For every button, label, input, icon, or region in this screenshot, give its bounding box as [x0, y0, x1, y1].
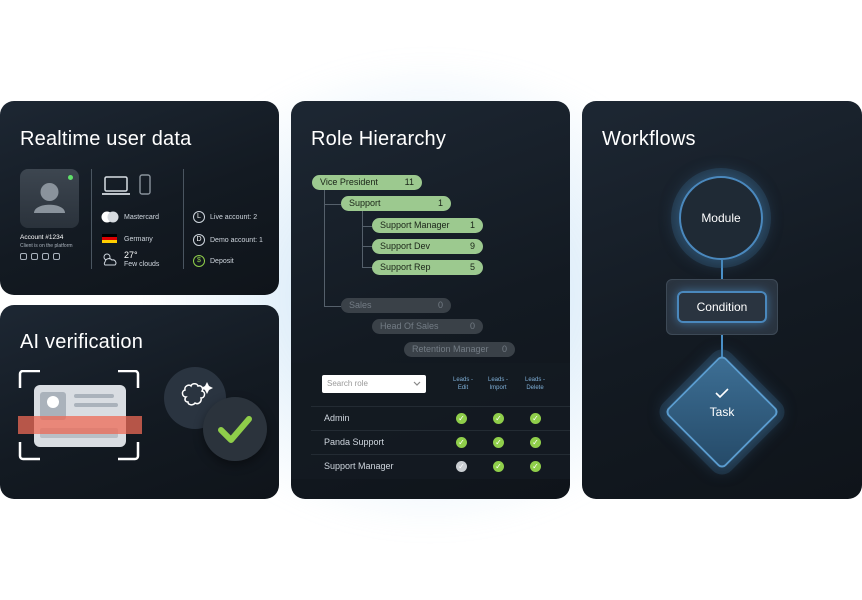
deposit-badge: $ [193, 255, 205, 267]
workflows-card: Workflows Module Condition Task [582, 101, 862, 499]
card-title: Role Hierarchy [311, 128, 447, 150]
temperature: 27° [124, 250, 138, 260]
tree-connector [324, 190, 325, 307]
row-divider [311, 406, 570, 407]
account-id: Account #1234 [20, 234, 64, 241]
live-account-badge: L [193, 211, 205, 223]
divider [91, 169, 92, 269]
card-title: AI verification [20, 331, 144, 353]
user-icon [34, 183, 65, 213]
tree-connector [362, 211, 363, 267]
column-header[interactable]: Leads - Edit [452, 377, 473, 391]
workflow-module-node[interactable]: Module [679, 176, 763, 260]
mobile-icon [139, 174, 151, 195]
column-header[interactable]: Leads - Import [487, 377, 508, 391]
tree-connector [362, 267, 372, 268]
live-accounts: Live account: 2 [210, 214, 258, 221]
pen-icon [715, 388, 729, 399]
chevron-down-icon [413, 381, 421, 386]
workflow-connector [721, 260, 723, 279]
check-icon [218, 416, 252, 443]
permission-checkbox[interactable]: ✓ [493, 437, 504, 448]
search-role-dropdown[interactable]: Search role [322, 375, 426, 393]
permission-checkbox[interactable]: ✓ [456, 413, 467, 424]
permission-checkbox[interactable]: ✓ [530, 413, 541, 424]
tree-connector [362, 246, 372, 247]
account-status: Client is on the platform [20, 243, 73, 249]
permission-checkbox[interactable]: ✓ [456, 437, 467, 448]
row-divider [311, 454, 570, 455]
ai-brain-badge [164, 367, 226, 429]
online-indicator [68, 175, 73, 180]
role-row-label: Panda Support [324, 437, 385, 447]
tree-connector [324, 204, 341, 205]
phone-icon[interactable] [31, 253, 38, 260]
demo-account-badge: D [193, 234, 205, 246]
weather-text: Few clouds [124, 261, 160, 268]
permission-checkbox[interactable]: ✓ [493, 461, 504, 472]
workflow-condition-node[interactable]: Condition [666, 279, 778, 335]
verified-badge [203, 397, 267, 461]
more-icon[interactable] [53, 253, 60, 260]
tree-connector [362, 226, 372, 227]
workflow-connector [721, 335, 723, 375]
ai-verification-card: AI verification [0, 305, 279, 499]
column-header[interactable]: Leads - Delete [524, 377, 545, 391]
permission-checkbox[interactable]: ✓ [456, 461, 467, 472]
germany-flag-icon [102, 234, 117, 243]
card-title: Realtime user data [20, 128, 192, 150]
deposit-label[interactable]: Deposit [210, 258, 234, 265]
avatar [20, 169, 79, 228]
card-title: Workflows [602, 128, 696, 150]
permission-checkbox[interactable]: ✓ [530, 461, 541, 472]
tree-connector [324, 306, 341, 307]
task-label: Task [709, 405, 735, 419]
mastercard-icon [101, 211, 119, 223]
role-row-label: Support Manager [324, 461, 394, 471]
divider [183, 169, 184, 269]
payment-method: Mastercard [124, 214, 160, 221]
partly-cloudy-icon [103, 253, 117, 266]
video-icon[interactable] [42, 253, 49, 260]
country: Germany [124, 236, 153, 243]
id-scan-icon [18, 370, 142, 461]
brain-sparkle-icon [181, 382, 213, 406]
permissions-panel: Search role Leads - Edit Leads - Import … [291, 363, 570, 479]
permission-checkbox[interactable]: ✓ [493, 413, 504, 424]
role-row-label: Admin [324, 413, 350, 423]
laptop-icon [102, 176, 130, 195]
row-divider [311, 430, 570, 431]
social-icon[interactable] [20, 253, 27, 260]
condition-label: Condition [677, 291, 767, 323]
permission-checkbox[interactable]: ✓ [530, 437, 541, 448]
demo-accounts: Demo account: 1 [210, 237, 263, 244]
realtime-user-data-card: Realtime user data Account #1234 Client … [0, 101, 279, 295]
